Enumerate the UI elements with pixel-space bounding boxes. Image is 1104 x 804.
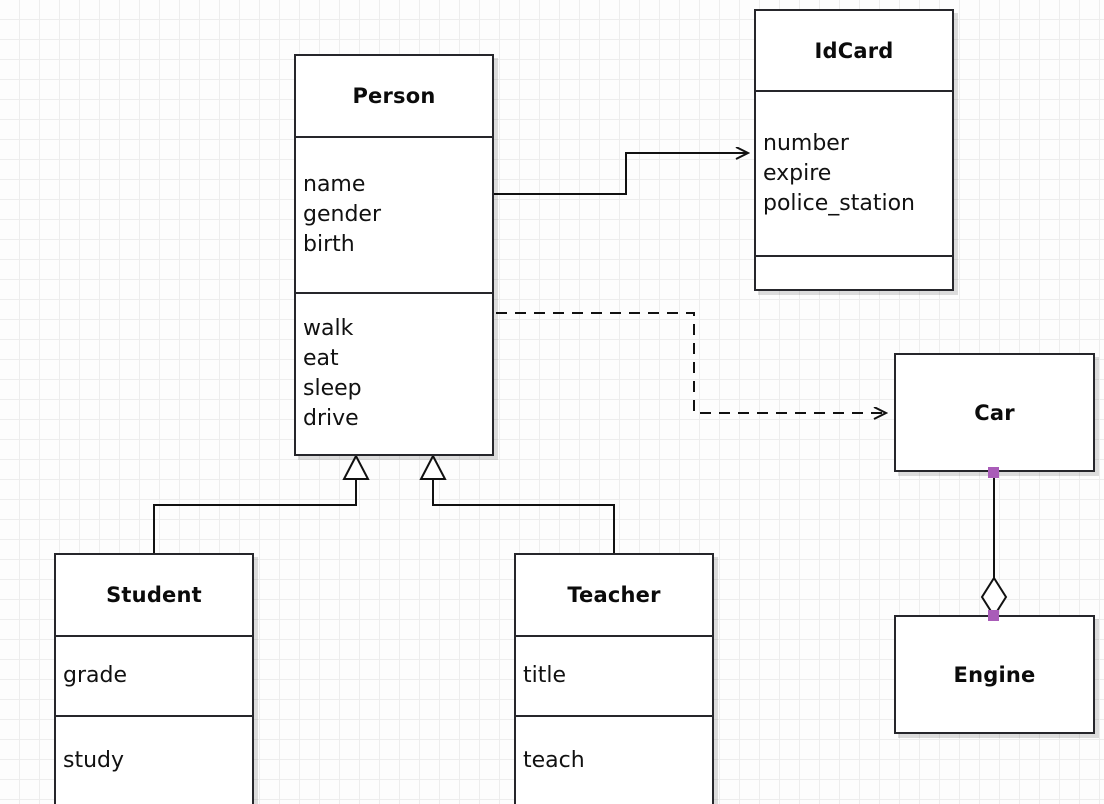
edge-person-idcard[interactable] bbox=[494, 153, 748, 195]
attribute-item: name bbox=[303, 172, 366, 197]
class-engine-name: Engine bbox=[953, 662, 1036, 687]
attribute-item: gender bbox=[303, 202, 381, 227]
attribute-item: grade bbox=[63, 663, 127, 688]
class-student-title-compartment: Student bbox=[56, 555, 252, 635]
attribute-item: birth bbox=[303, 232, 355, 257]
class-person[interactable]: Person name gender birth walk eat sleep … bbox=[294, 54, 494, 456]
class-person-attributes: name gender birth bbox=[296, 136, 492, 292]
class-car-name: Car bbox=[974, 400, 1015, 425]
class-student[interactable]: Student grade study bbox=[54, 553, 254, 804]
method-item: sleep bbox=[303, 376, 362, 401]
class-student-name: Student bbox=[106, 583, 202, 607]
class-student-methods: study bbox=[56, 715, 252, 804]
class-person-name: Person bbox=[352, 84, 436, 108]
method-item: drive bbox=[303, 406, 359, 431]
class-teacher-name: Teacher bbox=[567, 583, 661, 607]
class-idcard-methods bbox=[756, 255, 952, 289]
attribute-item: title bbox=[523, 663, 567, 688]
class-car-title-compartment: Car bbox=[896, 355, 1093, 470]
class-engine-title-compartment: Engine bbox=[896, 617, 1093, 732]
class-person-title-compartment: Person bbox=[296, 56, 492, 136]
method-item: eat bbox=[303, 346, 339, 371]
class-idcard-name: IdCard bbox=[814, 38, 894, 63]
method-item: study bbox=[63, 747, 125, 773]
class-student-attributes: grade bbox=[56, 635, 252, 715]
class-car[interactable]: Car bbox=[894, 353, 1095, 472]
class-teacher-methods: teach bbox=[516, 715, 712, 804]
class-idcard-attributes: number expire police_station bbox=[756, 90, 952, 255]
class-teacher-attributes: title bbox=[516, 635, 712, 715]
edge-student-person[interactable] bbox=[153, 453, 370, 553]
method-item: walk bbox=[303, 316, 354, 341]
edge-handle-engine-end[interactable] bbox=[988, 610, 999, 621]
edge-handle-car-end[interactable] bbox=[988, 467, 999, 478]
edge-teacher-person[interactable] bbox=[419, 453, 615, 553]
edge-person-car[interactable] bbox=[496, 312, 886, 413]
class-teacher-title-compartment: Teacher bbox=[516, 555, 712, 635]
edge-car-engine[interactable] bbox=[980, 472, 1008, 618]
class-idcard-title-compartment: IdCard bbox=[756, 11, 952, 90]
method-item: teach bbox=[523, 747, 585, 773]
class-teacher[interactable]: Teacher title teach bbox=[514, 553, 714, 804]
attribute-item: expire bbox=[763, 160, 832, 186]
class-idcard[interactable]: IdCard number expire police_station bbox=[754, 9, 954, 291]
attribute-item: number bbox=[763, 130, 849, 156]
attribute-item: police_station bbox=[763, 190, 915, 216]
class-person-methods: walk eat sleep drive bbox=[296, 292, 492, 454]
class-engine[interactable]: Engine bbox=[894, 615, 1095, 734]
